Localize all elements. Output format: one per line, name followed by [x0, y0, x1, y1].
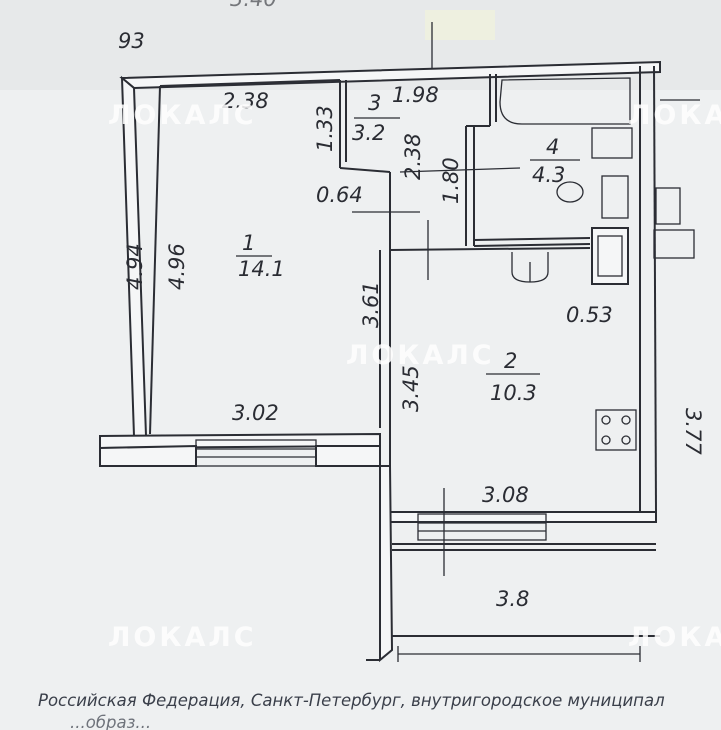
room4-bottom-wall	[473, 243, 591, 247]
dim-hall-0-64: 0.64	[316, 183, 363, 207]
dim-room1-bottom: 3.02	[232, 401, 279, 425]
dim-room3-1-80: 1.80	[439, 157, 463, 204]
room3-number: 3	[368, 91, 381, 115]
hall-line	[389, 247, 591, 251]
kitchen-window	[417, 513, 547, 541]
dim-room3-right: 2.38	[401, 133, 425, 180]
balcony-left-wall	[379, 465, 394, 663]
apartment-number: 93	[118, 29, 145, 53]
room1-sill-right	[315, 445, 381, 467]
washbasin	[591, 127, 633, 159]
caption-line2: ...образ...	[70, 713, 151, 730]
dim-room1-right: 3.61	[359, 281, 383, 328]
room2-number: 2	[504, 349, 517, 373]
room2-area: 10.3	[490, 381, 537, 405]
ventilation-inner	[597, 235, 623, 277]
watermark-bottom-left: ЛОКАЛС	[108, 622, 257, 653]
dim-room1-left-inner: 4.96	[165, 243, 189, 290]
room1-area: 14.1	[238, 257, 285, 281]
dim-kitchen-left: 3.45	[399, 365, 423, 412]
dim-kitchen-bottom: 3.08	[482, 483, 529, 507]
burner-2	[621, 415, 631, 425]
right-box	[655, 187, 681, 225]
dim-room3-top: 1.98	[392, 83, 439, 107]
room3-area: 3.2	[352, 121, 385, 145]
stove-icon	[595, 409, 637, 451]
room4-bottom-wall-2	[473, 237, 591, 241]
partition-r1-step	[339, 167, 391, 173]
dim-balcony: 3.8	[496, 587, 529, 611]
dim-room1-left-outer: 4.94	[123, 243, 147, 290]
cabinet	[601, 175, 629, 219]
dim-room1-top: 2.38	[222, 89, 269, 113]
room1-number: 1	[242, 231, 255, 255]
bathtub	[499, 77, 631, 125]
burner-1	[601, 415, 611, 425]
room1-top-inner-wall	[159, 79, 341, 87]
room4-area: 4.3	[532, 163, 565, 187]
room3-dim-line	[399, 167, 521, 173]
watermark-top-left: ЛОКАЛС	[108, 100, 257, 131]
dim-kitchen-0-53: 0.53	[566, 303, 613, 327]
right-shaft	[653, 229, 695, 259]
dim-kitchen-right: 3.77	[681, 408, 705, 455]
tape-mark	[425, 10, 495, 40]
top-fragment: 3.40	[230, 0, 277, 11]
watermark-top-right: ЛОКАЛС	[628, 100, 721, 131]
burner-4	[621, 435, 631, 445]
caption-line1: Российская Федерация, Санкт-Петербург, в…	[38, 691, 665, 710]
room4-number: 4	[546, 135, 559, 159]
room1-sill-left	[99, 444, 197, 467]
room1-left-inner-wall	[149, 85, 161, 435]
right-outer-wall	[653, 65, 657, 513]
watermark-bottom-right: ЛОКАЛС	[628, 622, 721, 653]
toilet-icon	[556, 181, 584, 203]
watermark-center: ЛОКАЛС	[346, 340, 495, 371]
dim-room1-top-right: 1.33	[313, 105, 337, 152]
burner-3	[601, 435, 611, 445]
